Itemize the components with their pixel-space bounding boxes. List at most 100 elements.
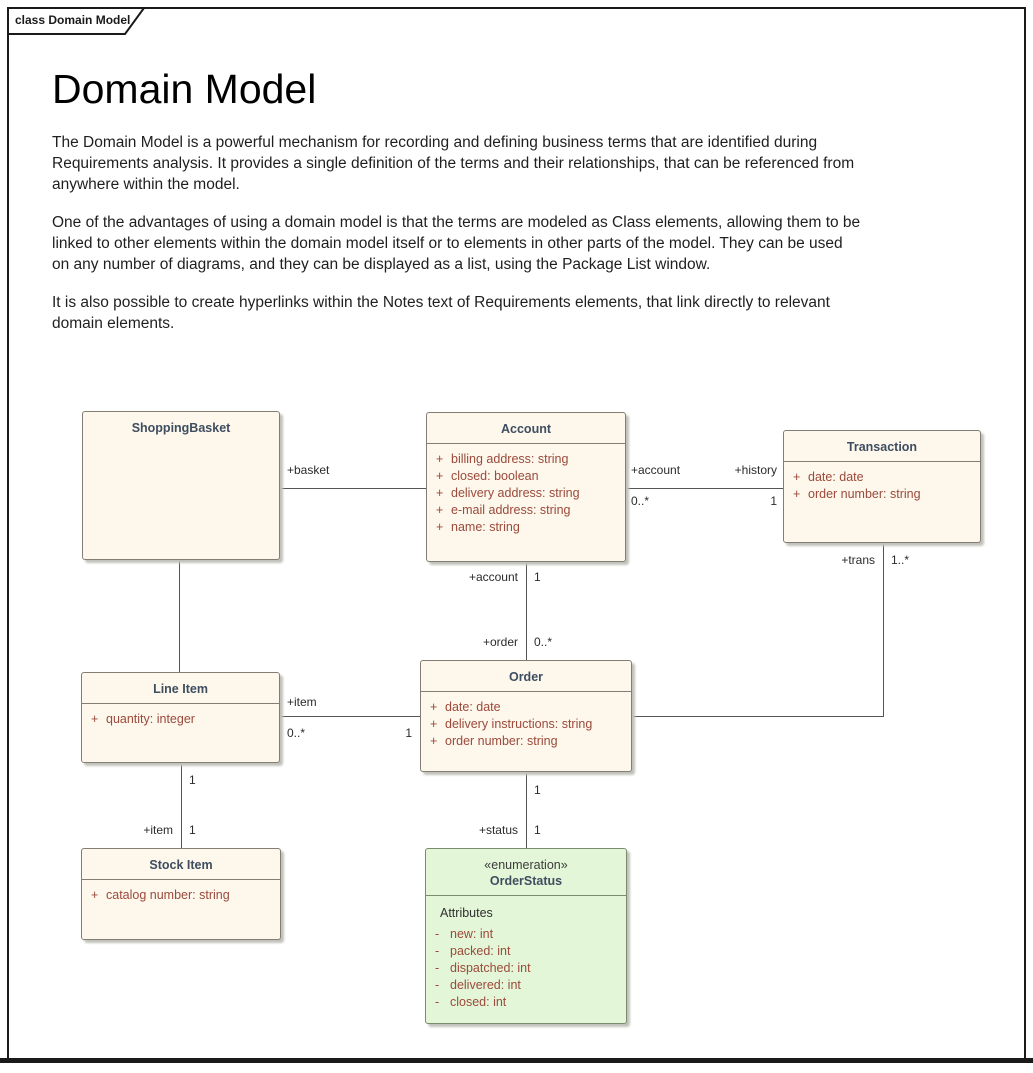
attribute: +date: date [421,699,627,716]
attribute: -delivered: int [426,977,622,994]
visibility: + [436,503,444,517]
attribute-text: order number: string [808,487,921,501]
class-name: Account [427,413,625,444]
diagram-tab-shape [7,7,146,35]
visibility: - [435,995,440,1009]
class-order[interactable]: Order +date: date + delivery instructions… [420,660,632,772]
visibility: + [91,712,99,726]
attribute: -packed: int [426,943,622,960]
attribute-text: closed: int [450,995,507,1009]
visibility: + [430,700,438,714]
role-item-h: +item [287,695,317,709]
attribute-text: quantity: integer [106,712,195,726]
role-account-h: +account [631,463,681,477]
enum-order-status[interactable]: «enumeration» OrderStatus Attributes -ne… [425,848,627,1024]
role-trans: +trans [841,553,875,567]
attribute: +billing address: string [427,451,621,468]
page-title: Domain Model [52,66,317,112]
attribute: -closed: int [426,994,622,1011]
visibility: + [436,469,444,483]
visibility: + [436,452,444,466]
class-name: Transaction [784,431,980,462]
paragraph-1: The Domain Model is a powerful mechanism… [52,134,855,193]
mult-item-h: 0..* [287,726,306,740]
diagram-frame [7,7,1026,1058]
mult-account-h: 0..* [631,494,650,508]
connector-basket-lineitem [179,560,180,672]
attribute-text: delivered: int [450,978,521,992]
visibility: - [435,961,440,975]
attribute-text: closed: boolean [451,469,539,483]
role-account-v: +account [468,570,518,584]
connector-trans-horizontal [632,716,884,717]
class-name: «enumeration» OrderStatus [426,849,626,896]
attribute-text: packed: int [450,944,511,958]
attribute: -dispatched: int [426,960,622,977]
attribute: +date: date [784,469,976,486]
attribute-compartment: +date: date + delivery instructions: stri… [421,692,631,754]
attribute-text: name: string [451,520,520,534]
mult-trans: 1..* [891,553,910,567]
attribute-text: delivery instructions: string [445,717,593,731]
attribute-compartment: +billing address: string + closed: boolea… [427,444,625,540]
attribute: + name: string [427,519,621,536]
diagram-frame-bottom [0,1058,1033,1063]
connector-basket [280,488,426,489]
role-history: +history [734,463,777,477]
attribute: + order number: string [784,486,976,503]
connector-lineitem-stockitem [181,763,182,848]
connector-trans-vertical [883,543,884,716]
paragraph-3: It is also possible to create hyperlinks… [52,294,830,332]
attribute: + delivery address: string [427,485,621,502]
attribute: + delivery instructions: string [421,716,627,733]
attribute-text: dispatched: int [450,961,531,975]
role-basket: +basket [287,463,330,477]
stereotype-label: «enumeration» [484,858,568,872]
class-account[interactable]: Account +billing address: string + closed… [426,412,626,562]
class-name: Line Item [82,673,279,704]
visibility: + [793,487,801,501]
attribute: +catalog number: string [82,887,276,904]
role-item-v: +item [143,823,173,837]
role-status: +status [478,823,518,837]
attribute-text: delivery address: string [451,486,580,500]
attribute: -new: int [426,926,622,943]
visibility: + [430,734,438,748]
visibility: - [435,927,440,941]
class-transaction[interactable]: Transaction +date: date + order number: s… [783,430,981,543]
mult-item-v: 1 [189,823,196,837]
class-name: ShoppingBasket [131,421,231,435]
mult-history: 1 [770,494,777,508]
visibility: + [436,520,444,534]
attribute-compartment: +date: date + order number: string [784,462,980,507]
visibility: + [436,486,444,500]
connector-account-order [526,562,527,660]
connector-history [626,488,783,489]
visibility: + [793,470,801,484]
attribute-compartment: -new: int -packed: int -dispatched: int … [426,926,626,1015]
paragraph-2: One of the advantages of using a domain … [52,214,861,273]
attribute: + e-mail address: string [427,502,621,519]
attribute-text: e-mail address: string [451,503,571,517]
attribute: + quantity: integer [82,711,275,728]
description-text: The Domain Model is a powerful mechanism… [52,132,912,351]
class-name: Stock Item [82,849,280,880]
mult-order: 0..* [534,635,553,649]
connector-order-status [526,772,527,848]
attribute: + closed: boolean [427,468,621,485]
mult-account-v: 1 [534,570,541,584]
mult-lineitem-bottom: 1 [189,773,196,787]
class-stock-item[interactable]: Stock Item +catalog number: string [81,848,281,940]
class-shopping-basket[interactable]: ShoppingBasket [82,411,280,560]
class-name: Order [421,661,631,692]
attribute-text: catalog number: string [106,888,230,902]
attributes-section-label: Attributes [440,906,493,920]
attribute-text: new: int [450,927,494,941]
class-line-item[interactable]: Line Item + quantity: integer [81,672,280,763]
visibility: + [430,717,438,731]
diagram-tab [7,7,157,37]
mult-status: 1 [534,823,541,837]
connector-item-order [280,716,420,717]
attribute-compartment: +catalog number: string [82,880,280,908]
